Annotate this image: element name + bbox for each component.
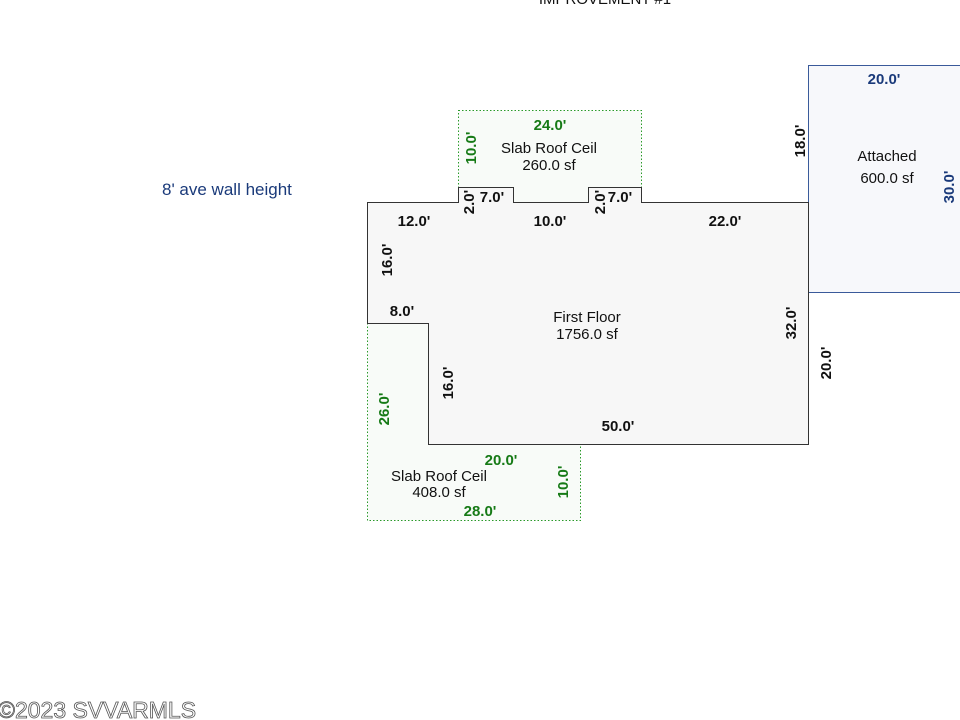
area-size: 408.0 sf <box>412 484 466 501</box>
dim: 26.0' <box>376 393 393 426</box>
dim: 2.0' <box>592 190 609 214</box>
dim: 7.0' <box>608 189 632 206</box>
dim: 10.0' <box>534 213 567 230</box>
wall-height-note: 8' ave wall height <box>162 180 292 199</box>
dim: 20.0' <box>868 71 901 88</box>
area-name: Slab Roof Ceil <box>501 140 597 157</box>
attached-outline <box>808 65 960 293</box>
plan-title: IMPROVEMENT #1 <box>539 0 671 8</box>
area-size: 600.0 sf <box>860 170 914 187</box>
first-floor-outline <box>367 187 809 445</box>
dim: 12.0' <box>398 213 431 230</box>
dim: 2.0' <box>461 190 478 214</box>
dim: 22.0' <box>709 213 742 230</box>
dim: 10.0' <box>555 466 572 499</box>
dim: 16.0' <box>440 367 457 400</box>
area-size: 1756.0 sf <box>556 326 619 343</box>
area-name: Slab Roof Ceil <box>391 468 487 485</box>
dim: 20.0' <box>485 452 518 469</box>
dim: 24.0' <box>534 117 567 134</box>
dim: 10.0' <box>463 132 480 165</box>
dim: 20.0' <box>818 347 835 380</box>
dim: 7.0' <box>480 189 504 206</box>
dim: 8.0' <box>390 303 414 320</box>
copyright-watermark: ©2023 SVVARMLS <box>0 697 196 720</box>
area-name: Attached <box>857 148 916 165</box>
area-name: First Floor <box>553 309 621 326</box>
dim: 16.0' <box>379 244 396 277</box>
dim: 28.0' <box>464 503 497 520</box>
dim: 30.0' <box>941 171 958 204</box>
area-size: 260.0 sf <box>522 157 576 174</box>
dim: 50.0' <box>602 418 635 435</box>
dim: 18.0' <box>792 125 809 158</box>
dim: 32.0' <box>783 307 800 340</box>
